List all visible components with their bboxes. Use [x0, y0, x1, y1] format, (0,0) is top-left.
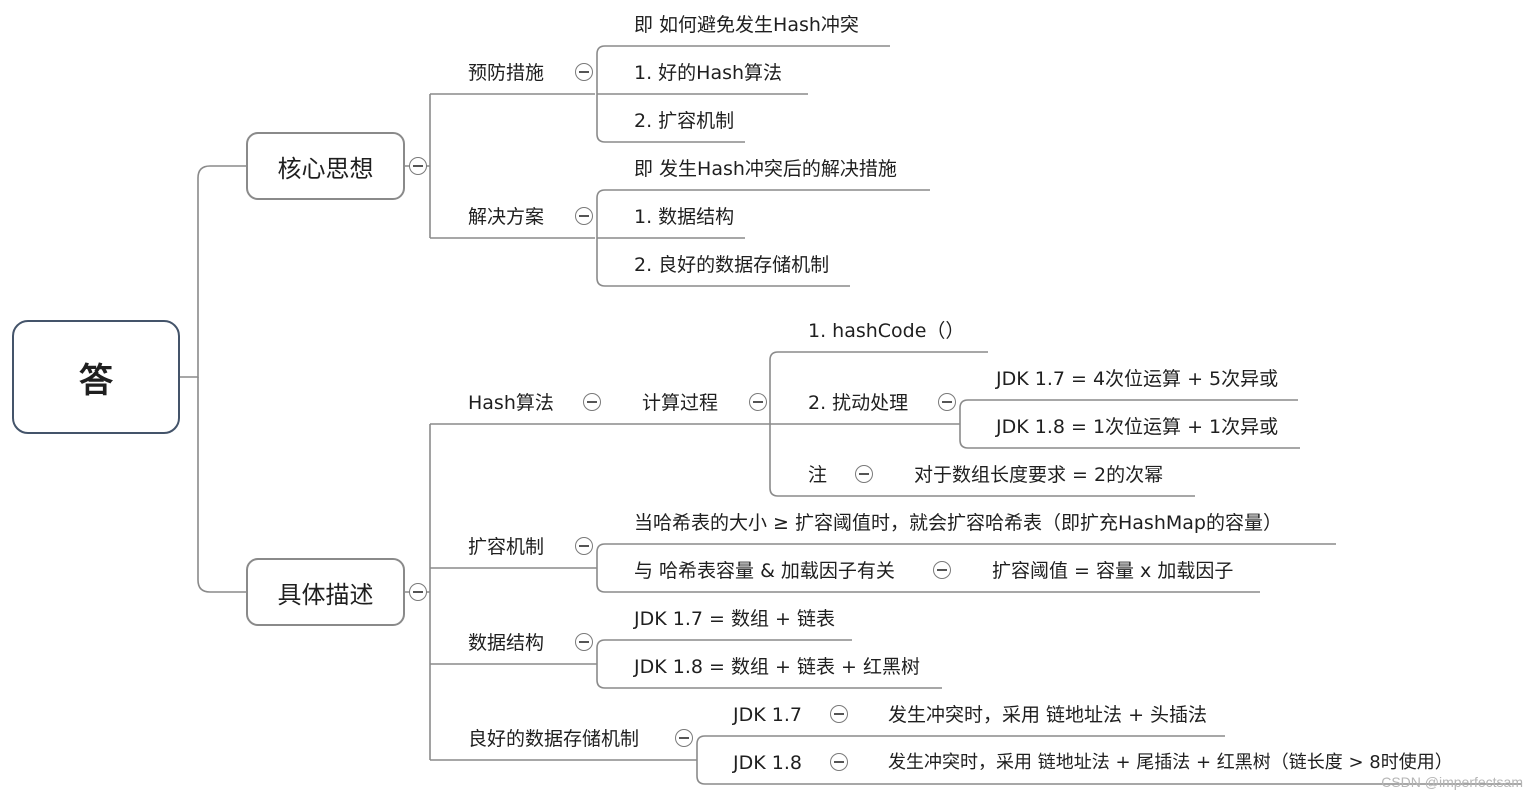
collapse-toggle-note-icon[interactable] [855, 465, 873, 483]
hash-jdk17[interactable]: JDK 1.7 = 4次位运算 + 5次异或 [996, 368, 1279, 390]
collapse-toggle-prevention-icon[interactable] [575, 63, 593, 81]
prevention-item-1[interactable]: 1. 好的Hash算法 [634, 62, 783, 84]
structure-jdk18[interactable]: JDK 1.8 = 数组 + 链表 + 红黑树 [634, 656, 920, 678]
collapse-toggle-resize-icon[interactable] [575, 537, 593, 555]
prevention-note[interactable]: 即 如何避免发生Hash冲突 [634, 14, 859, 36]
structure-jdk17[interactable]: JDK 1.7 = 数组 + 链表 [634, 608, 835, 630]
prevention-item-2[interactable]: 2. 扩容机制 [634, 110, 735, 132]
hash-note-text[interactable]: 对于数组长度要求 = 2的次幂 [914, 464, 1164, 486]
hash-step-2[interactable]: 2. 扰动处理 [808, 392, 909, 414]
hash-jdk18[interactable]: JDK 1.8 = 1次位运算 + 1次异或 [996, 416, 1279, 438]
bracket-resize [596, 543, 606, 593]
collapse-toggle-hash-icon[interactable] [583, 393, 601, 411]
collapse-toggle-disturb-icon[interactable] [938, 393, 956, 411]
subtopic-prevention[interactable]: 预防措施 [468, 62, 545, 84]
connector-root-detail [197, 377, 246, 593]
watermark: CSDN @imperfectsam [1381, 774, 1523, 790]
resize-threshold[interactable]: 扩容阈值 = 容量 x 加载因子 [992, 560, 1234, 582]
collapse-toggle-related-icon[interactable] [933, 561, 951, 579]
bracket-structure [596, 639, 606, 689]
topic-detail[interactable]: 具体描述 [246, 558, 405, 626]
collapse-toggle-storage-jdk18-icon[interactable] [830, 753, 848, 771]
subtopic-storage[interactable]: 良好的数据存储机制 [468, 728, 640, 750]
collapse-toggle-solution-icon[interactable] [575, 207, 593, 225]
collapse-toggle-detail-icon[interactable] [409, 583, 427, 601]
storage-jdk18-desc[interactable]: 发生冲突时，采用 链地址法 + 尾插法 + 红黑树（链长度 > 8时使用） [888, 752, 1453, 773]
subtopic-resize[interactable]: 扩容机制 [468, 536, 545, 558]
solution-note[interactable]: 即 发生Hash冲突后的解决措施 [634, 158, 897, 180]
hash-note-label[interactable]: 注 [808, 464, 828, 486]
connector-root-core [180, 165, 246, 378]
storage-jdk17[interactable]: JDK 1.7 [733, 704, 802, 726]
hash-step-1[interactable]: 1. hashCode（） [808, 320, 965, 342]
bracket-disturb [959, 399, 969, 449]
bracket-storage [696, 735, 706, 785]
resize-desc[interactable]: 当哈希表的大小 ≥ 扩容阈值时，就会扩容哈希表（即扩充HashMap的容量） [634, 512, 1282, 534]
hash-process[interactable]: 计算过程 [642, 392, 719, 414]
collapse-toggle-storage-jdk17-icon[interactable] [830, 705, 848, 723]
collapse-toggle-structure-icon[interactable] [575, 633, 593, 651]
storage-jdk17-desc[interactable]: 发生冲突时，采用 链地址法 + 头插法 [888, 704, 1208, 726]
solution-item-2[interactable]: 2. 良好的数据存储机制 [634, 254, 830, 276]
collapse-toggle-storage-icon[interactable] [675, 729, 693, 747]
collapse-toggle-process-icon[interactable] [749, 393, 767, 411]
subtopic-structure[interactable]: 数据结构 [468, 632, 545, 654]
storage-jdk18[interactable]: JDK 1.8 [733, 752, 802, 774]
resize-related[interactable]: 与 哈希表容量 & 加载因子有关 [634, 560, 895, 582]
topic-core[interactable]: 核心思想 [246, 132, 405, 200]
solution-item-1[interactable]: 1. 数据结构 [634, 206, 735, 228]
subtopic-hash[interactable]: Hash算法 [468, 392, 554, 414]
root-node[interactable]: 答 [12, 320, 180, 434]
subtopic-solution[interactable]: 解决方案 [468, 206, 545, 228]
collapse-toggle-core-icon[interactable] [409, 157, 427, 175]
